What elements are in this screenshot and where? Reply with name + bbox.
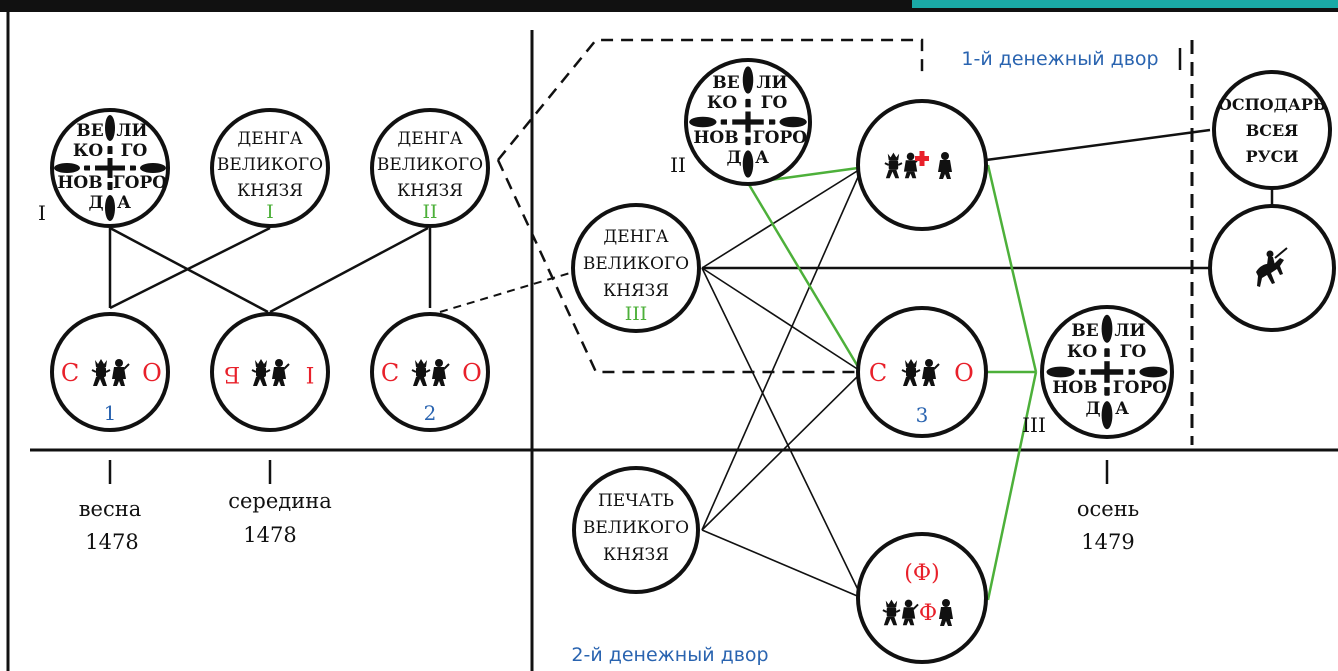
coin-legend-text: КНЯЗЯ [237,181,303,201]
coin-legend-text: 2 [424,401,437,425]
coin-figures-cross [856,99,988,231]
coin-legend-text: НОВ [693,128,738,148]
coin-legend-text: ДЕНГА [237,129,302,149]
coin-legend-text: I [306,361,315,386]
coin-legend-text: С [381,359,399,387]
coin-denga-II: ДЕНГА ВЕЛИКОГО КНЯЗЯ II [370,108,490,228]
coin-legend-text: ГОРО [753,128,807,148]
coin-legend-text: Д [726,148,741,168]
coin-novgorod-III: ВЕ ЛИ КО ГО НОВ ГОРО Д А III [1022,305,1174,439]
coin-legend-text: РУСИ [1246,147,1299,166]
mint2-label: 2-й денежный двор [571,644,768,666]
coin-legend-text: ВЕ [1071,321,1098,341]
coin-legend-text: ПЕЧАТЬ [598,491,674,511]
coin-horseman [1208,204,1336,332]
coin-ospodar: ОСПОДАРЬ ВСЕЯ РУСИ [1212,70,1332,190]
coin-legend-text: КО [73,141,103,161]
green-connections [746,164,1038,601]
link-dashed [439,269,581,313]
coin-legend-text: I [266,201,274,223]
coin-legend-text: (Ф) [904,561,939,586]
coin-legend-text: ВЕЛИКОГО [217,155,323,175]
horseman-icon [1256,247,1288,287]
coin-legend-text: 1 [104,401,117,425]
coin-legend-text: ВСЕЯ [1246,121,1299,140]
coin-legend-text: 3 [916,403,929,427]
coin-legend-text: Б [224,361,240,386]
coin-legend-text: III [1022,413,1046,437]
accent-bar [912,0,1338,8]
cross-icon [915,151,929,166]
coin-type-b-i: Б I [210,312,330,432]
coin-legend-text: ЛИ [756,73,787,93]
coin-legend-text: ВЕЛИКОГО [583,254,689,274]
coin-legend-text: КНЯЗЯ [603,281,669,301]
timeline-mid-year: 1478 [243,523,296,547]
coin-type-3: С О 3 [856,306,988,438]
coin-legend-text: О [142,359,162,387]
coin-pechat: ПЕЧАТЬ ВЕЛИКОГО КНЯЗЯ [572,466,700,594]
coin-legend-text: ГОРО [1113,378,1167,398]
timeline-spring-year: 1478 [85,530,138,554]
left-connections [108,226,432,314]
coin-legend-text: ЛИ [116,121,147,141]
coin-legend-text: ВЕ [712,73,739,93]
timeline-ticks [108,460,1109,484]
timeline-mid-label: середина [228,489,332,513]
coin-legend-text: III [625,303,648,325]
timeline-autumn-year: 1479 [1081,530,1134,554]
coin-legend-text: ВЕ [76,121,103,141]
coin-legend-text: ВЕЛИКОГО [583,518,689,538]
coin-legend-text: С [869,359,887,387]
coin-legend-text: Ф [919,601,937,626]
coin-legend-text: ДЕНГА [603,227,668,247]
coin-legend-text: ГОРО [113,173,167,193]
timeline-autumn-label: осень [1077,497,1139,521]
coin-legend-text: О [462,359,482,387]
coin-denga-I: ДЕНГА ВЕЛИКОГО КНЯЗЯ I [210,108,330,228]
coin-legend-text: А [117,193,131,213]
coin-legend-text: А [1115,399,1129,419]
coin-novgorod-I: ВЕ ЛИ КО ГО НОВ ГОРО Д А I [38,108,170,228]
coin-novgorod-II: ВЕ ЛИ КО ГО НОВ ГОРО Д А II [670,58,812,186]
coin-legend-text: Д [1085,399,1100,419]
coin-type-2: С О 2 [370,312,490,432]
coin-legend-text: II [670,153,686,177]
coin-legend-text: ГО [1120,342,1147,362]
coin-legend-text: НОВ [57,173,102,193]
coin-legend-text: I [38,201,46,225]
coin-legend-text: НОВ [1052,378,1097,398]
coin-legend-text: КНЯЗЯ [603,545,669,565]
mint1-label: 1-й денежный двор [961,48,1158,70]
coin-legend-text: ОСПОДАРЬ [1218,95,1326,114]
coin-type-f: (Ф) Ф [856,532,988,664]
coin-legend-text: Д [88,193,103,213]
coin-legend-text: С [61,359,79,387]
coin-legend-text: О [954,359,974,387]
coin-legend-text: ЛИ [1114,321,1145,341]
coin-legend-text: А [755,148,769,168]
coin-legend-text: КНЯЗЯ [397,181,463,201]
center-connections [701,128,1274,599]
coin-legend-text: II [422,201,437,223]
coin-legend-text: КО [707,93,737,113]
timeline-spring-label: весна [79,497,142,521]
coin-legend-text: ВЕЛИКОГО [377,155,483,175]
coin-legend-text: ГО [121,141,148,161]
coin-legend-text: ДЕНГА [397,129,462,149]
coin-denga-III: ДЕНГА ВЕЛИКОГО КНЯЗЯ III [571,203,701,333]
coin-type-1: С О 1 [50,312,170,432]
coin-legend-text: КО [1067,342,1097,362]
coin-legend-text: ГО [761,93,788,113]
